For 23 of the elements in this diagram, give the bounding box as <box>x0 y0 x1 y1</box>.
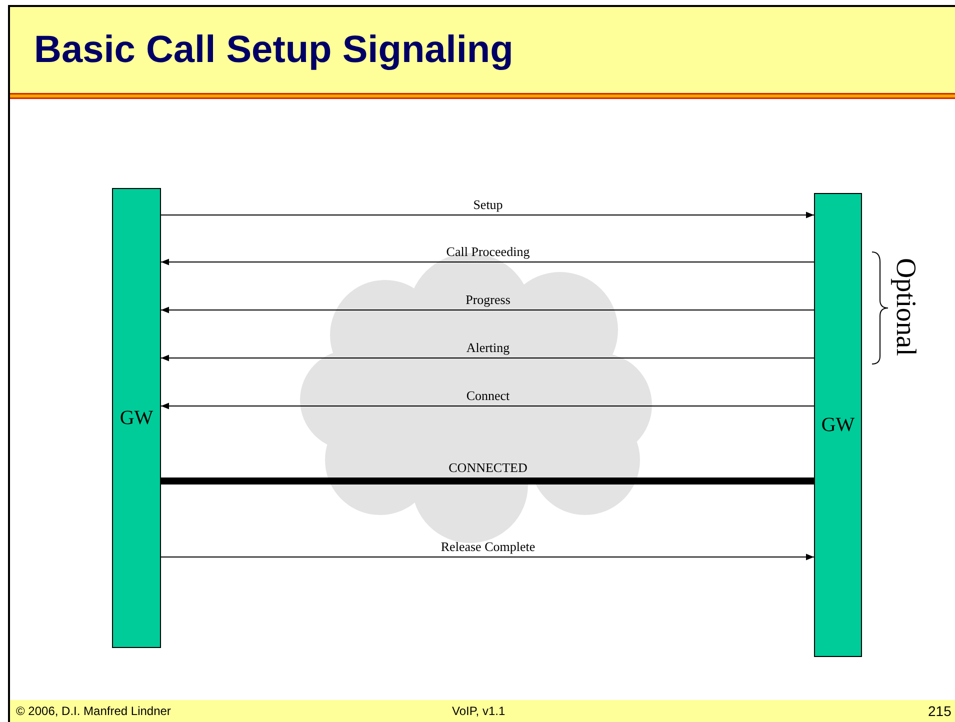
edge-label: Progress <box>464 292 512 307</box>
arrow <box>160 354 814 362</box>
brace-label: Optional <box>890 257 920 358</box>
edge-label: Release Complete <box>440 539 536 554</box>
arrow <box>160 212 814 218</box>
node-label: GW <box>120 407 154 429</box>
arrow <box>160 554 814 560</box>
gateway-lifeline <box>814 193 862 657</box>
footer-text: VoIP, v1.1 <box>452 704 506 718</box>
edge-label: Call Proceeding <box>445 244 531 259</box>
edge-label: Setup <box>472 197 504 212</box>
node-label: GW <box>821 414 855 436</box>
page-number: 215 <box>928 703 952 719</box>
arrow <box>160 402 814 410</box>
arrow <box>160 306 814 314</box>
gateway-lifeline <box>112 188 161 648</box>
arrow <box>160 258 814 266</box>
slide-title: Basic Call Setup Signaling <box>34 28 514 72</box>
footer-text: © 2006, D.I. Manfred Lindner <box>16 704 171 718</box>
edge-label: Connect <box>465 388 511 403</box>
edge-label: CONNECTED <box>448 460 528 475</box>
edge-label: Alerting <box>465 340 511 355</box>
connection-line <box>161 478 814 484</box>
